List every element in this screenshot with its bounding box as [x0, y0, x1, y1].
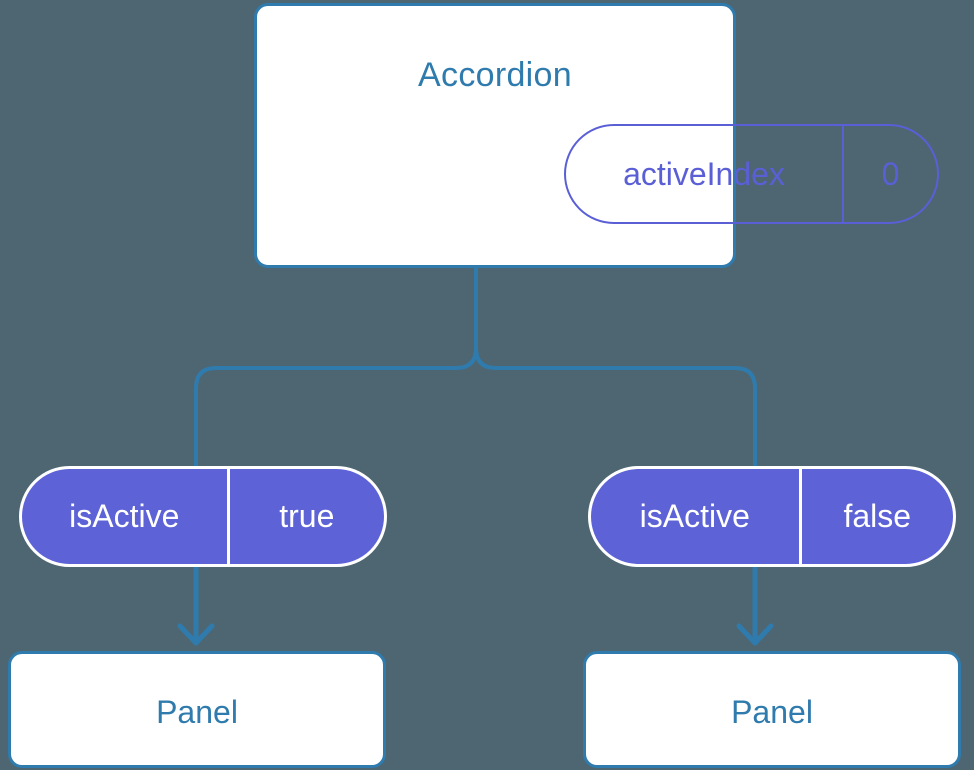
right-isactive-prop-pill[interactable]: isActive false: [588, 466, 956, 567]
left-panel-box[interactable]: Panel: [8, 651, 386, 768]
right-arrow-head: [736, 623, 774, 646]
left-panel-title: Panel: [156, 694, 238, 730]
right-prop-to-panel-arrow: [736, 565, 774, 646]
left-isactive-prop-pill[interactable]: isActive true: [19, 466, 387, 567]
branch-right-path: [474, 346, 757, 468]
right-panel-title: Panel: [731, 694, 813, 730]
right-panel-box[interactable]: Panel: [583, 651, 961, 768]
left-prop-key: isActive: [22, 469, 230, 564]
accordion-state-key: activeIndex: [566, 126, 845, 222]
accordion-component-box[interactable]: Accordion activeIndex 0: [254, 3, 939, 268]
branch-left-path: [194, 346, 478, 468]
accordion-state-value: 0: [881, 155, 900, 192]
left-prop-to-panel-arrow: [177, 565, 215, 646]
left-arrow-head: [177, 623, 215, 646]
accordion-state-pill[interactable]: activeIndex 0: [564, 124, 939, 224]
right-prop-value: false: [843, 498, 912, 534]
accordion-title: Accordion: [418, 56, 572, 94]
left-prop-value: true: [279, 498, 335, 534]
accordion-to-props-connector: [194, 266, 757, 468]
right-prop-key: isActive: [591, 469, 802, 564]
